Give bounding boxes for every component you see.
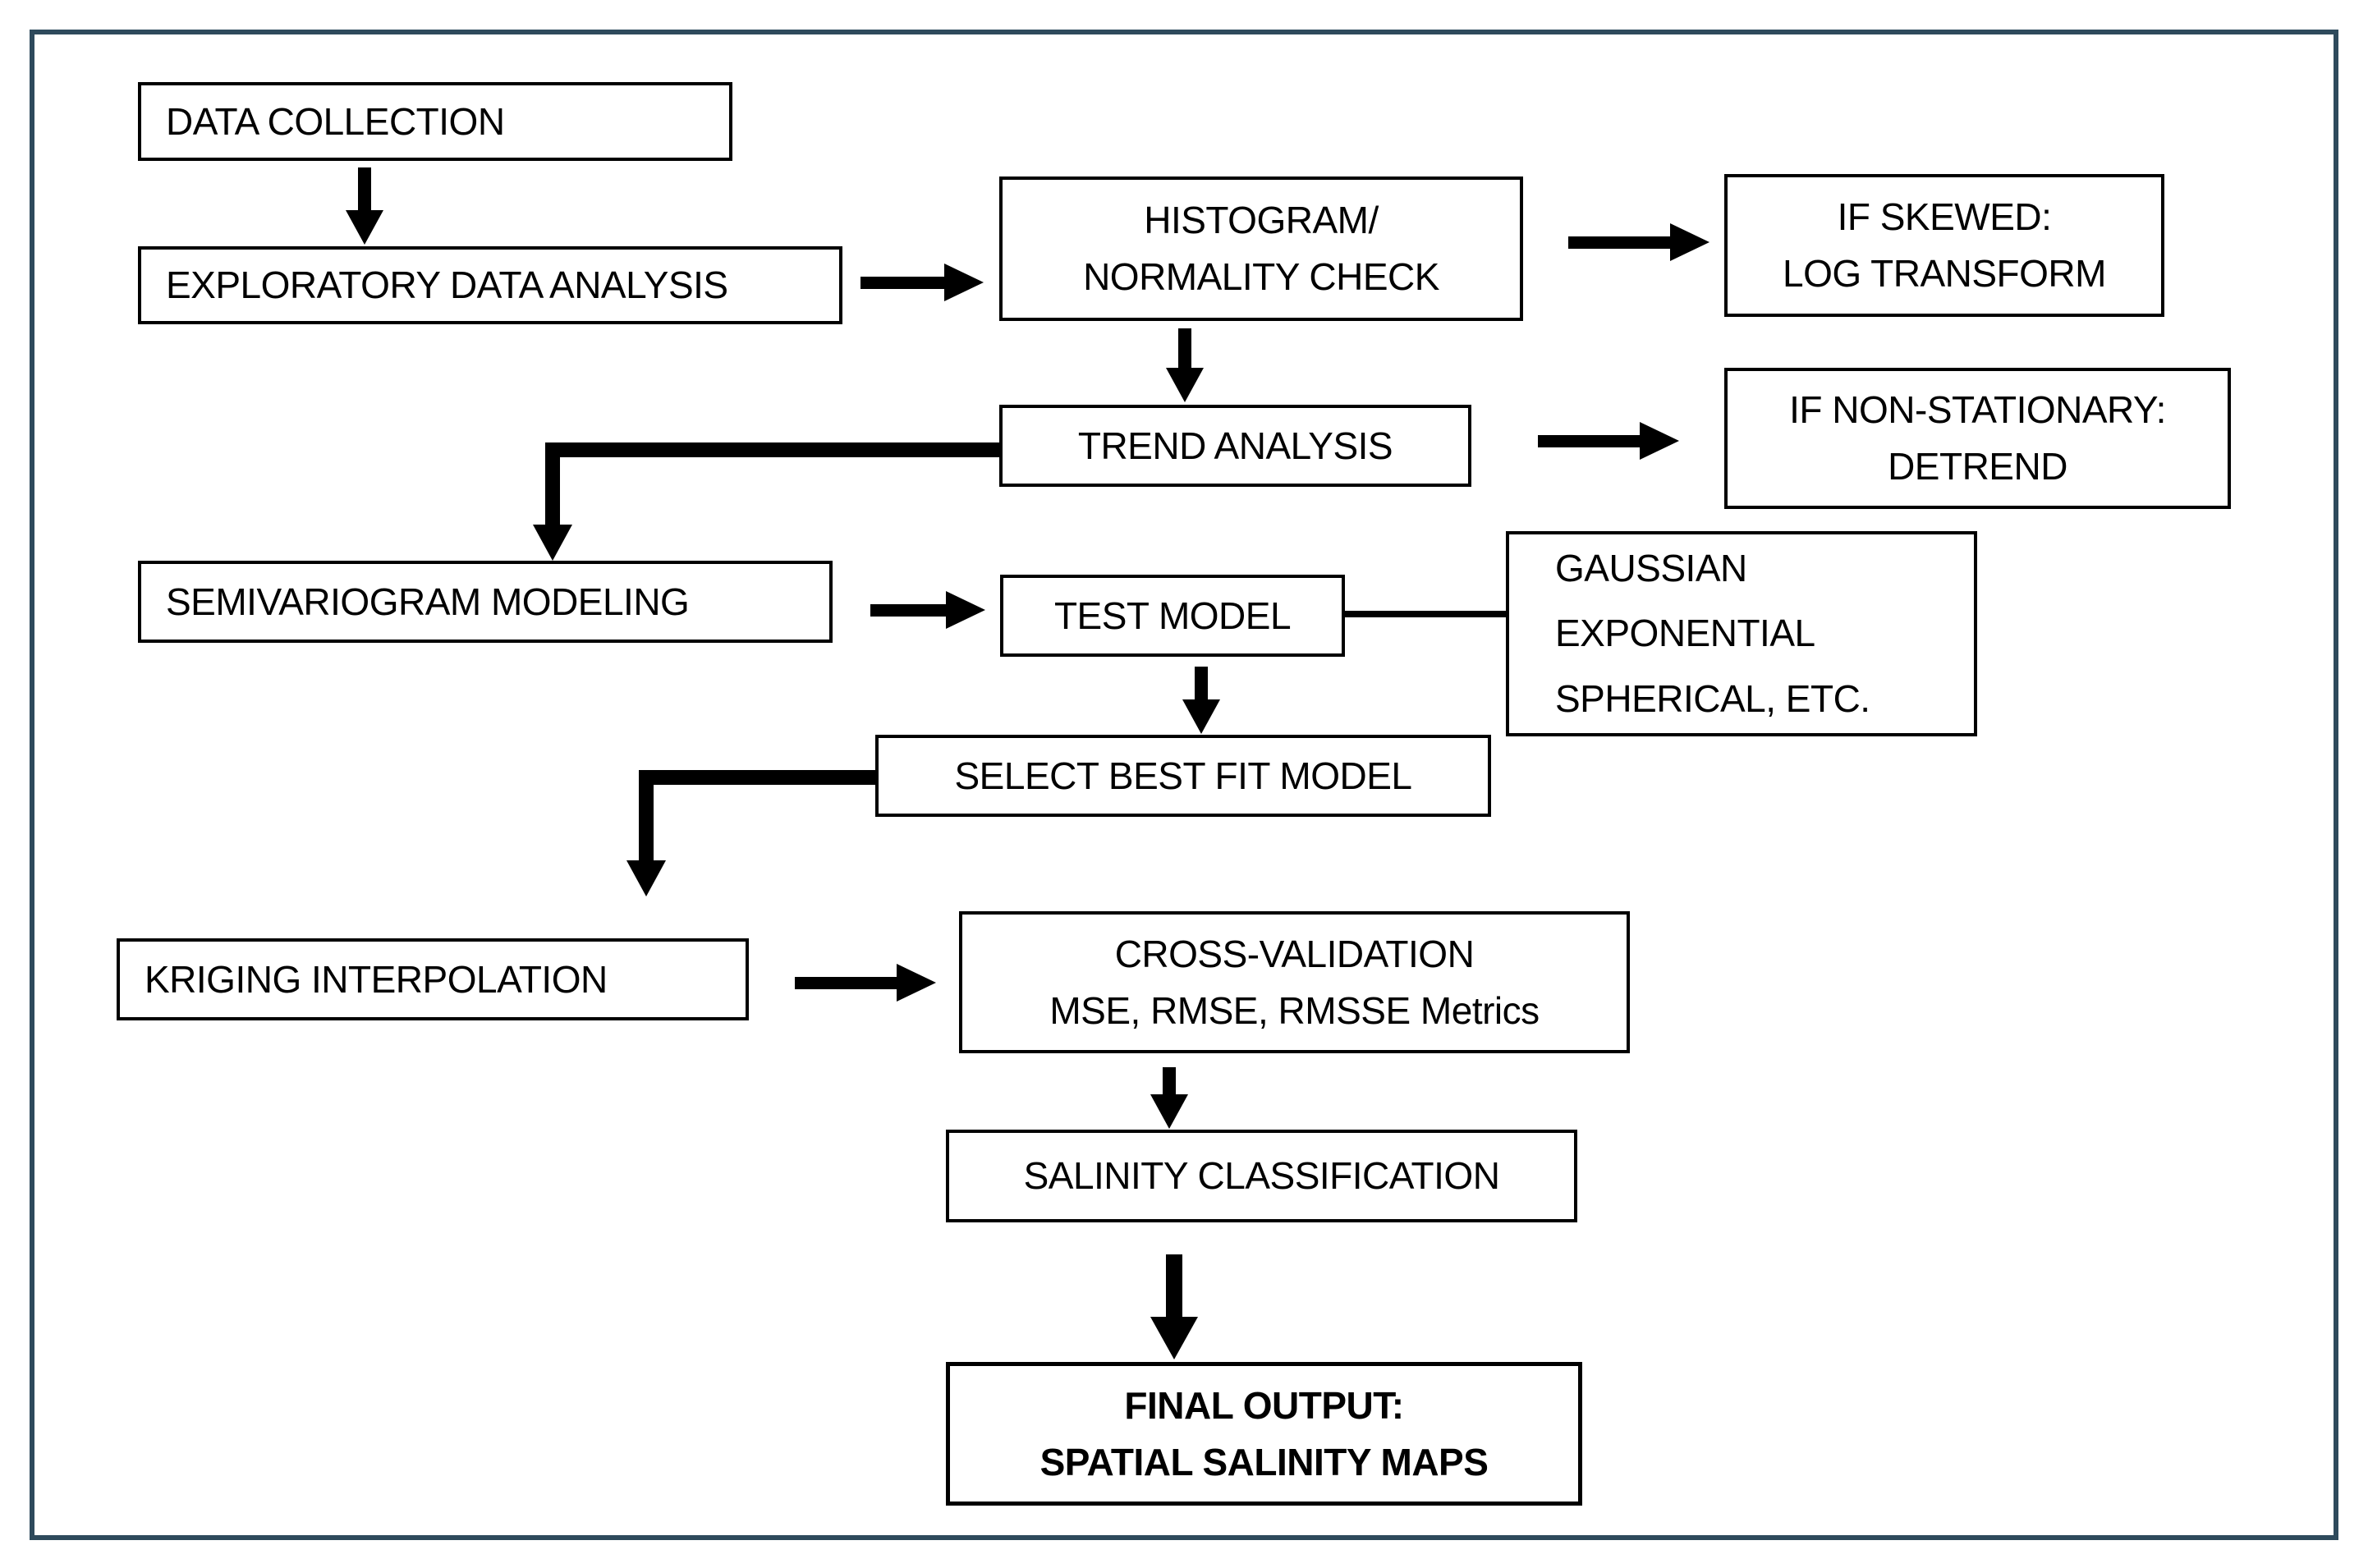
node-label: EXPLORATORY DATA ANALYSIS (166, 264, 728, 306)
arrow-shaft (545, 442, 560, 525)
node-salinity-classification: SALINITY CLASSIFICATION (946, 1130, 1577, 1222)
arrow-head (946, 591, 985, 629)
node-label-line1: FINAL OUTPUT: (1124, 1383, 1404, 1427)
arrow-head (897, 964, 936, 1002)
arrow-shaft (870, 603, 946, 617)
arrow-shaft (795, 976, 897, 989)
node-label: KRIGING INTERPOLATION (145, 957, 608, 1001)
arrow-head (626, 860, 666, 896)
arrow-head (1182, 699, 1220, 734)
arrow-salinity-to-final-output (1150, 1254, 1198, 1359)
node-label: TEST MODEL (1053, 594, 1292, 637)
arrow-head (1166, 368, 1204, 402)
arrow-histogram-to-if-skewed (1568, 223, 1709, 261)
arrow-shaft (860, 276, 944, 289)
node-label-line2: LOG TRANSFORM (1783, 252, 2106, 295)
arrow-shaft (1568, 236, 1670, 249)
arrow-head (533, 525, 572, 561)
arrow-data-collection-to-eda (346, 167, 383, 245)
arrow-eda-to-histogram (860, 264, 984, 301)
arrow-shaft (639, 770, 654, 860)
arrow-cross-validation-to-salinity (1150, 1067, 1188, 1129)
node-label-line1: GAUSSIAN (1555, 547, 1747, 590)
node-label: SEMIVARIOGRAM MODELING (166, 580, 690, 623)
arrow-head (1640, 422, 1679, 460)
node-label-line2: EXPONENTIAL (1555, 612, 1815, 655)
node-label-line1: IF SKEWED: (1837, 195, 2052, 238)
arrow-shaft (1178, 328, 1191, 368)
arrow-shaft (1538, 434, 1640, 447)
node-exploratory-data-analysis: EXPLORATORY DATA ANALYSIS (138, 246, 842, 324)
node-label-line1: IF NON-STATIONARY: (1789, 388, 2166, 431)
node-if-skewed-log-transform: IF SKEWED: LOG TRANSFORM (1724, 174, 2164, 317)
arrow-shaft (358, 167, 371, 210)
node-test-model: TEST MODEL (1000, 575, 1345, 657)
arrow-shaft (545, 442, 999, 457)
node-label: TREND ANALYSIS (1077, 424, 1393, 467)
node-label-line3: SPHERICAL, ETC. (1555, 676, 1870, 720)
arrow-trend-to-detrend (1538, 422, 1679, 460)
arrow-shaft (1166, 1254, 1182, 1317)
arrow-shaft (1163, 1067, 1176, 1094)
elbow-arrow-select-best-to-kriging (626, 770, 875, 903)
node-label-line1: CROSS-VALIDATION (1114, 932, 1475, 975)
node-label-line1: HISTOGRAM/ (1144, 199, 1379, 241)
arrow-shaft (1195, 667, 1208, 699)
outer-frame-border (30, 30, 2338, 1540)
line-test-model-to-model-types (1345, 611, 1508, 617)
node-final-output: FINAL OUTPUT: SPATIAL SALINITY MAPS (946, 1362, 1582, 1506)
node-label-line2: DETREND (1888, 445, 2067, 488)
elbow-arrow-trend-to-semivariogram (533, 442, 999, 561)
node-semivariogram-modeling: SEMIVARIOGRAM MODELING (138, 561, 833, 643)
arrow-semivariogram-to-test-model (870, 591, 985, 629)
arrow-head (1150, 1094, 1188, 1129)
arrow-test-model-to-select-best (1182, 667, 1220, 734)
arrow-head (346, 210, 383, 245)
node-select-best-fit-model: SELECT BEST FIT MODEL (875, 735, 1491, 817)
node-trend-analysis: TREND ANALYSIS (999, 405, 1471, 487)
node-kriging-interpolation: KRIGING INTERPOLATION (117, 938, 749, 1020)
node-if-nonstationary-detrend: IF NON-STATIONARY: DETREND (1724, 368, 2231, 509)
node-label: SELECT BEST FIT MODEL (954, 754, 1413, 797)
arrow-shaft (639, 770, 875, 785)
node-label-line2: SPATIAL SALINITY MAPS (1039, 1440, 1489, 1483)
node-label: DATA COLLECTION (166, 99, 505, 143)
node-label: SALINITY CLASSIFICATION (1023, 1154, 1500, 1197)
arrow-head (1150, 1317, 1198, 1359)
arrow-kriging-to-cross-validation (795, 964, 936, 1002)
node-label-line2: NORMALITY CHECK (1083, 255, 1439, 298)
arrow-histogram-to-trend (1166, 328, 1204, 402)
arrow-head (1670, 223, 1709, 261)
node-histogram-normality-check: HISTOGRAM/ NORMALITY CHECK (999, 177, 1523, 321)
node-cross-validation: CROSS-VALIDATION MSE, RMSE, RMSSE Metric… (959, 911, 1630, 1053)
node-data-collection: DATA COLLECTION (138, 82, 732, 161)
node-label-line2: MSE, RMSE, RMSSE Metrics (1049, 988, 1540, 1032)
arrow-head (944, 264, 984, 301)
node-model-types: GAUSSIAN EXPONENTIAL SPHERICAL, ETC. (1506, 531, 1977, 736)
